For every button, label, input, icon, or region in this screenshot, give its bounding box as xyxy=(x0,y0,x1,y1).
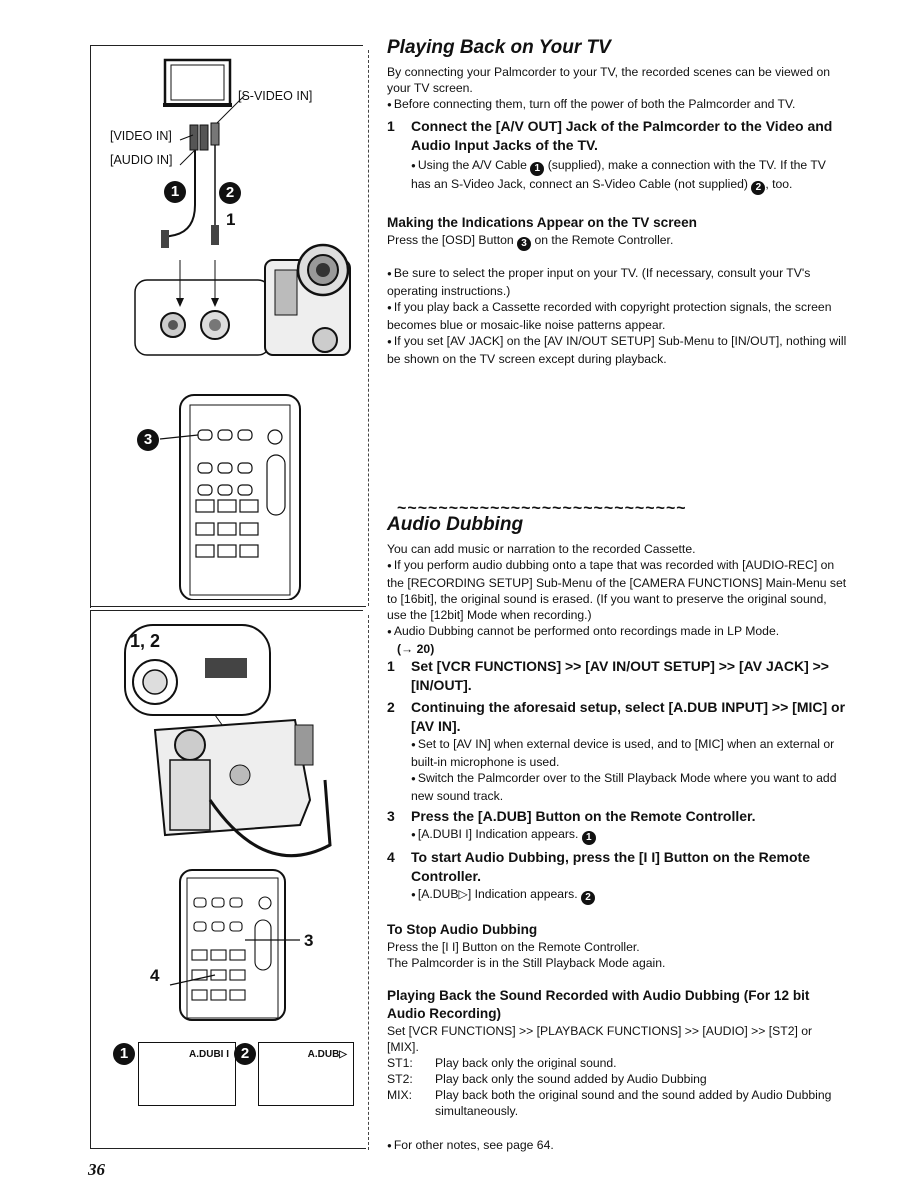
audio-dubbing-illustration xyxy=(124,624,332,1021)
screen-2-text: A.DUB▷ xyxy=(307,1049,347,1060)
step-3-note: [A.DUBI I] Indication appears. 1 xyxy=(387,826,847,845)
callout-3: 3 xyxy=(304,931,314,950)
screen-1-display: A.DUBI I xyxy=(138,1042,236,1106)
note-text-c: , too. xyxy=(765,177,793,191)
bullet-1: If you perform audio dubbing onto a tape… xyxy=(387,557,847,623)
st1-row: ST1: Play back only the original sound. xyxy=(387,1055,847,1071)
frame-dashed-edge xyxy=(368,50,369,606)
mix-key: MIX: xyxy=(387,1088,413,1102)
step-4-note: [A.DUB▷] Indication appears. 2 xyxy=(387,886,847,905)
audio-in-label: [AUDIO IN] xyxy=(110,153,173,167)
marker-1-inline: 1 xyxy=(581,831,596,845)
screen-1-text: A.DUBI I xyxy=(189,1049,229,1060)
video-in-label: [VIDEO IN] xyxy=(110,129,172,143)
step-text: Continuing the aforesaid setup, select [… xyxy=(411,699,846,734)
step-3: 3 Press the [A.DUB] Button on the Remote… xyxy=(387,807,847,826)
stop-text-1: Press the [I I] Button on the Remote Con… xyxy=(387,940,640,954)
section-audio-dubbing: Audio Dubbing You can add music or narra… xyxy=(387,513,847,1155)
step-1: 1 Set [VCR FUNCTIONS] >> [AV IN/OUT SETU… xyxy=(387,657,847,695)
mix-value: Play back both the original sound and th… xyxy=(435,1088,832,1118)
playback-title: Playing Back the Sound Recorded with Aud… xyxy=(387,988,810,1021)
subsection-text: Press the [OSD] Button 3 on the Remote C… xyxy=(387,232,847,251)
note-text: [A.DUB▷] Indication appears. xyxy=(411,887,578,901)
tv-connection-illustration xyxy=(134,58,351,600)
stop-text-2: The Palmcorder is in the Still Playback … xyxy=(387,956,666,970)
step-text: To start Audio Dubbing, press the [I I] … xyxy=(411,849,810,884)
step-number: 2 xyxy=(387,699,395,715)
step-2-note-2: Switch the Palmcorder over to the Still … xyxy=(387,770,847,804)
intro-text: By connecting your Palmcorder to your TV… xyxy=(387,65,831,95)
step-text: Connect the [A/V OUT] Jack of the Palmco… xyxy=(411,118,833,153)
frame-bottom-rule xyxy=(90,1148,366,1149)
intro-text: You can add music or narration to the re… xyxy=(387,542,696,556)
step-2: 2 Continuing the aforesaid setup, select… xyxy=(387,698,847,736)
note-3: If you set [AV JACK] on the [AV IN/OUT S… xyxy=(387,333,847,367)
marker-1: 1 xyxy=(164,181,186,203)
bullet-2-ref: (→ 20) xyxy=(397,642,435,656)
step-number: 4 xyxy=(387,849,395,865)
section-playing-back: Playing Back on Your TV By connecting yo… xyxy=(387,36,847,367)
step-number: 3 xyxy=(387,808,395,824)
subsection-title: Making the Indications Appear on the TV … xyxy=(387,215,697,230)
section-title: Playing Back on Your TV xyxy=(387,37,611,58)
playback-text: Set [VCR FUNCTIONS] >> [PLAYBACK FUNCTIO… xyxy=(387,1024,813,1054)
note-2: If you play back a Cassette recorded wit… xyxy=(387,299,847,333)
note-text-b: (supplied), make a connection with the T… xyxy=(411,158,826,191)
marker-3-inline: 3 xyxy=(517,237,532,251)
screen-2-display: A.DUB▷ xyxy=(258,1042,354,1106)
step-text: Set [VCR FUNCTIONS] >> [AV IN/OUT SETUP]… xyxy=(411,658,829,693)
note-text-a: Using the A/V Cable xyxy=(411,158,527,172)
step-text: Press the [A.DUB] Button on the Remote C… xyxy=(411,808,756,824)
note-1: Be sure to select the proper input on yo… xyxy=(387,265,847,299)
note-text: [A.DUBI I] Indication appears. xyxy=(411,827,579,841)
st2-value: Play back only the sound added by Audio … xyxy=(435,1072,707,1086)
marker-2: 2 xyxy=(219,182,241,204)
frame-dashed-edge xyxy=(368,615,369,1150)
svideo-in-label: [S-VIDEO IN] xyxy=(238,89,313,103)
subsection-text-b: on the Remote Controller. xyxy=(534,233,674,247)
step-1-note: Using the A/V Cable 1 (supplied), make a… xyxy=(387,157,847,195)
figure-audio-dubbing-frame xyxy=(90,610,363,1149)
section-title: Audio Dubbing xyxy=(387,514,524,535)
st2-key: ST2: xyxy=(387,1072,413,1086)
st2-row: ST2: Play back only the sound added by Au… xyxy=(387,1071,847,1087)
step-2-note-1: Set to [AV IN] when external device is u… xyxy=(387,736,847,770)
st1-value: Play back only the original sound. xyxy=(435,1056,617,1070)
other-notes: For other notes, see page 64. xyxy=(387,1137,847,1155)
marker-1-inline: 1 xyxy=(530,162,545,176)
screen-1-marker: 1 xyxy=(113,1043,135,1065)
subsection-text-a: Press the [OSD] Button xyxy=(387,233,514,247)
section-divider: ~~~~~~~~~~~~~~~~~~~~~~~~~~~~ xyxy=(397,500,687,517)
step-number: 1 xyxy=(387,118,395,134)
page-number: 36 xyxy=(88,1160,105,1179)
figure-tv-connection-frame xyxy=(90,45,363,608)
screen-2-marker: 2 xyxy=(234,1043,256,1065)
marker-2-inline: 2 xyxy=(581,891,595,905)
bullet-2: Audio Dubbing cannot be performed onto r… xyxy=(387,623,847,641)
step-1-label: 1 xyxy=(226,210,236,229)
marker-3: 3 xyxy=(137,429,159,451)
callout-4: 4 xyxy=(150,966,160,985)
frame-bottom-rule xyxy=(90,606,366,607)
marker-2-inline: 2 xyxy=(751,181,766,195)
stop-title: To Stop Audio Dubbing xyxy=(387,922,538,937)
step-1: 1 Connect the [A/V OUT] Jack of the Palm… xyxy=(387,117,847,155)
step-4: 4 To start Audio Dubbing, press the [I I… xyxy=(387,848,847,886)
mix-row: MIX: Play back both the original sound an… xyxy=(387,1087,847,1119)
bullet-text: Before connecting them, turn off the pow… xyxy=(387,96,847,114)
step-number: 1 xyxy=(387,658,395,674)
steps-1-2-label: 1, 2 xyxy=(130,631,161,651)
st1-key: ST1: xyxy=(387,1056,413,1070)
